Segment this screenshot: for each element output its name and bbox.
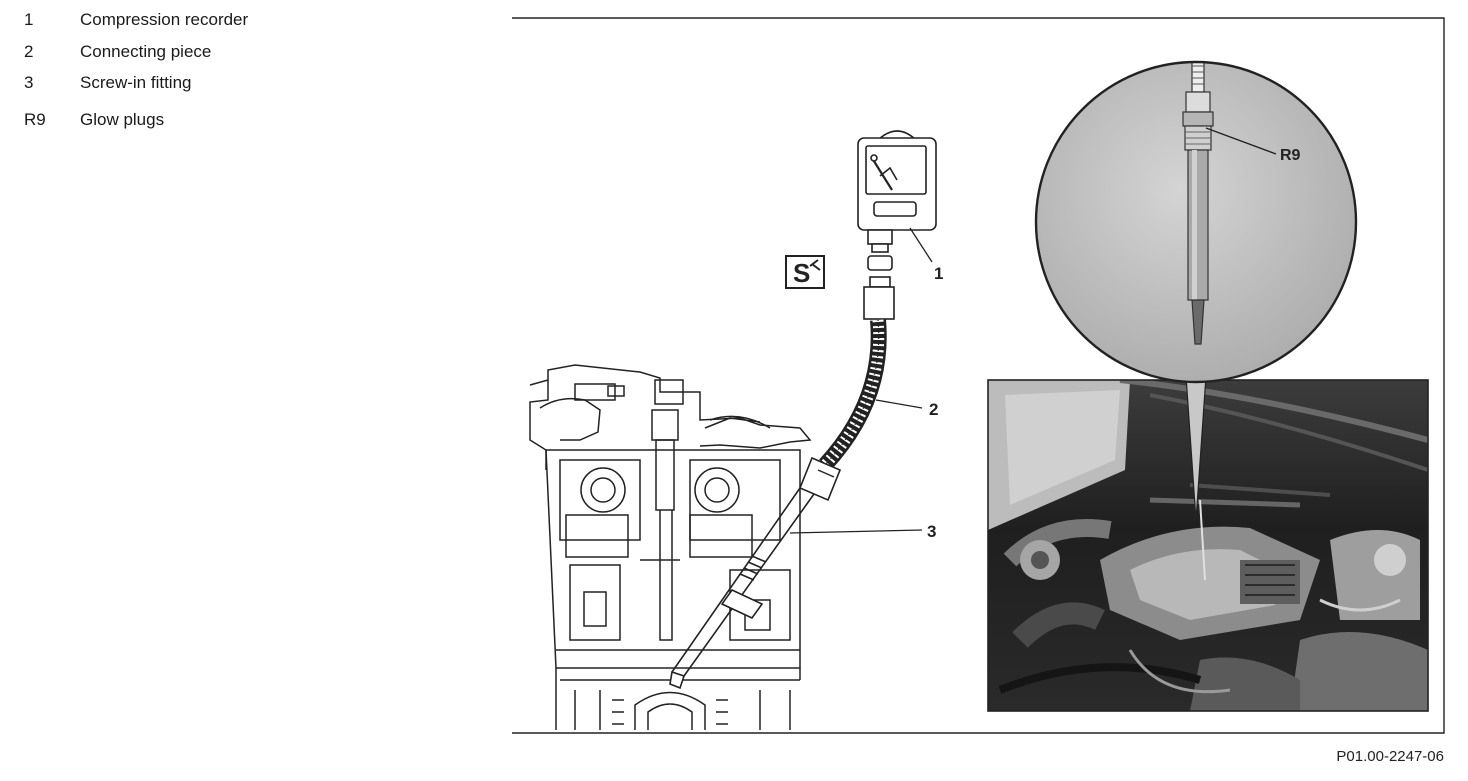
callout-1: 1 xyxy=(934,264,943,283)
legend-number: 1 xyxy=(24,10,34,29)
legend-number: 2 xyxy=(24,42,34,61)
legend-number: 3 xyxy=(24,73,34,92)
callout-3: 3 xyxy=(927,522,936,541)
legend-label: Glow plugs xyxy=(80,110,165,129)
tool-symbol-icon: S xyxy=(785,255,825,289)
legend-label: Connecting piece xyxy=(80,42,212,61)
engine-photo xyxy=(988,380,1428,711)
magnifier-pointer xyxy=(1185,375,1207,521)
connecting-piece xyxy=(798,319,887,502)
engine-line-drawing xyxy=(529,364,812,730)
callout-r9: R9 xyxy=(1280,147,1301,164)
callout-2: 2 xyxy=(929,400,938,419)
legend-number: R9 xyxy=(24,110,46,129)
glow-plug-magnifier: R9 xyxy=(1034,60,1358,384)
legend-label: Screw-in fitting xyxy=(80,73,192,92)
legend-label: Compression recorder xyxy=(80,10,249,29)
callout-leaders xyxy=(789,227,933,534)
figure-id: P01.00-2247-06 xyxy=(1336,748,1444,765)
compression-recorder xyxy=(857,130,937,320)
figure-frame xyxy=(512,17,1445,734)
tool-symbol-text: S xyxy=(793,258,810,288)
screw-in-fitting xyxy=(669,487,815,690)
